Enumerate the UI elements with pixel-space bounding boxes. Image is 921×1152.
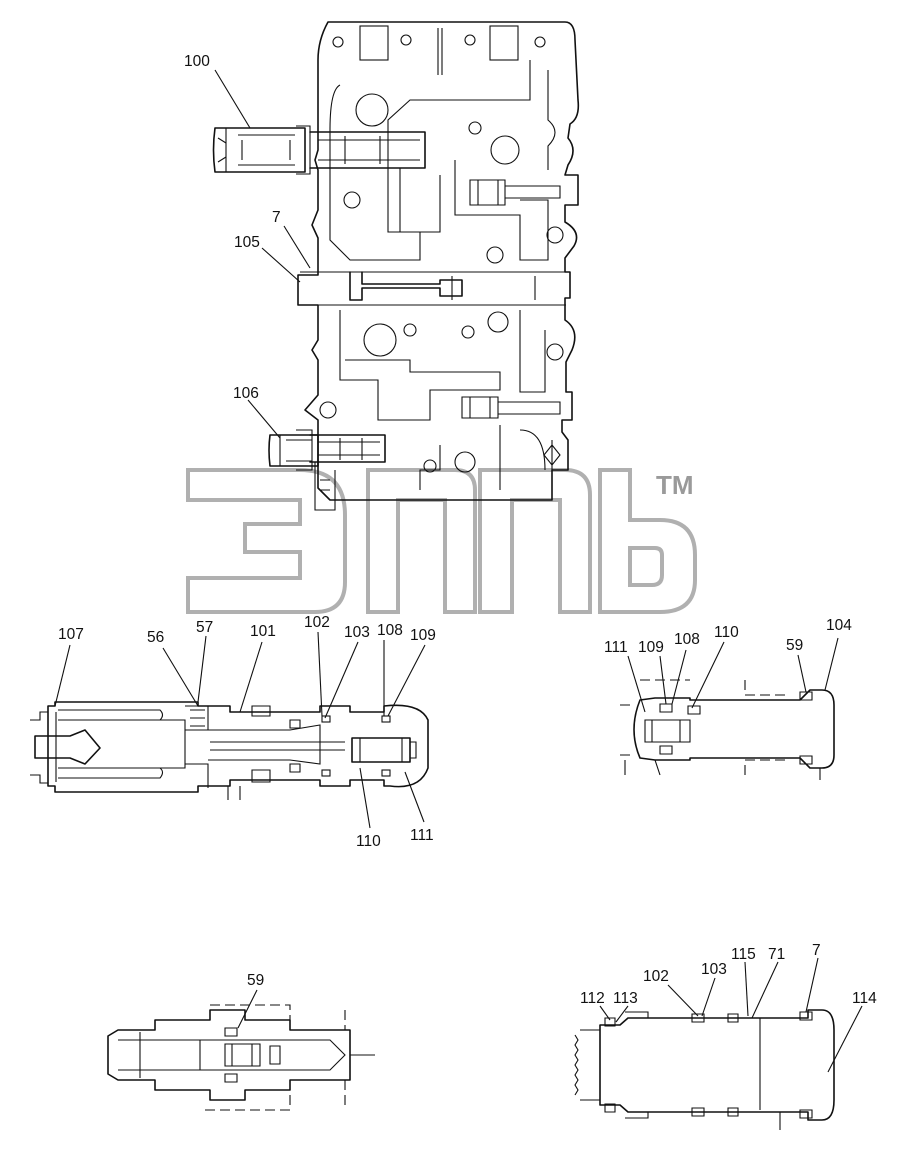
detail-left-section — [30, 701, 429, 800]
callout-57: 57 — [196, 619, 213, 636]
callout-56: 56 — [147, 629, 164, 646]
callout-59-right: 59 — [786, 637, 803, 654]
callout-111-right: 111 — [604, 639, 628, 656]
callout-7-bottom: 7 — [812, 942, 821, 959]
callout-104: 104 — [826, 617, 852, 634]
callout-102: 102 — [304, 614, 330, 631]
callout-110: 110 — [356, 833, 381, 850]
callout-115: 115 — [731, 946, 756, 963]
callout-108-right: 108 — [674, 631, 700, 648]
callout-labels: 100 7 105 106 107 56 57 101 102 103 108 … — [58, 53, 877, 1007]
detail-right-section — [620, 679, 835, 780]
callout-107: 107 — [58, 626, 84, 643]
callout-112: 112 — [580, 990, 605, 1007]
callout-100: 100 — [184, 53, 210, 70]
leader-lines — [54, 69, 863, 1073]
callout-113: 113 — [613, 990, 638, 1007]
callout-108: 108 — [377, 622, 403, 639]
callout-101: 101 — [250, 623, 276, 640]
callout-103-bottom: 103 — [701, 961, 727, 978]
callout-103: 103 — [344, 624, 370, 641]
watermark-logo: TM — [186, 468, 697, 614]
callout-59-bottom: 59 — [247, 972, 264, 989]
callout-105: 105 — [234, 234, 260, 251]
callout-110-right: 110 — [714, 624, 739, 641]
callout-106: 106 — [233, 385, 259, 402]
callout-109-right: 109 — [638, 639, 664, 656]
plug-100 — [212, 125, 311, 175]
detail-bottom-right — [574, 1009, 835, 1130]
trademark-mark: TM — [656, 470, 694, 500]
callout-102-bottom: 102 — [643, 968, 669, 985]
callout-114: 114 — [852, 990, 877, 1007]
plug-106 — [268, 429, 319, 471]
callout-109: 109 — [410, 627, 436, 644]
callout-71: 71 — [768, 946, 785, 963]
callout-111: 111 — [410, 827, 434, 844]
valve-body-main — [297, 21, 580, 511]
detail-bottom-left — [107, 1004, 375, 1111]
callout-7: 7 — [272, 209, 281, 226]
